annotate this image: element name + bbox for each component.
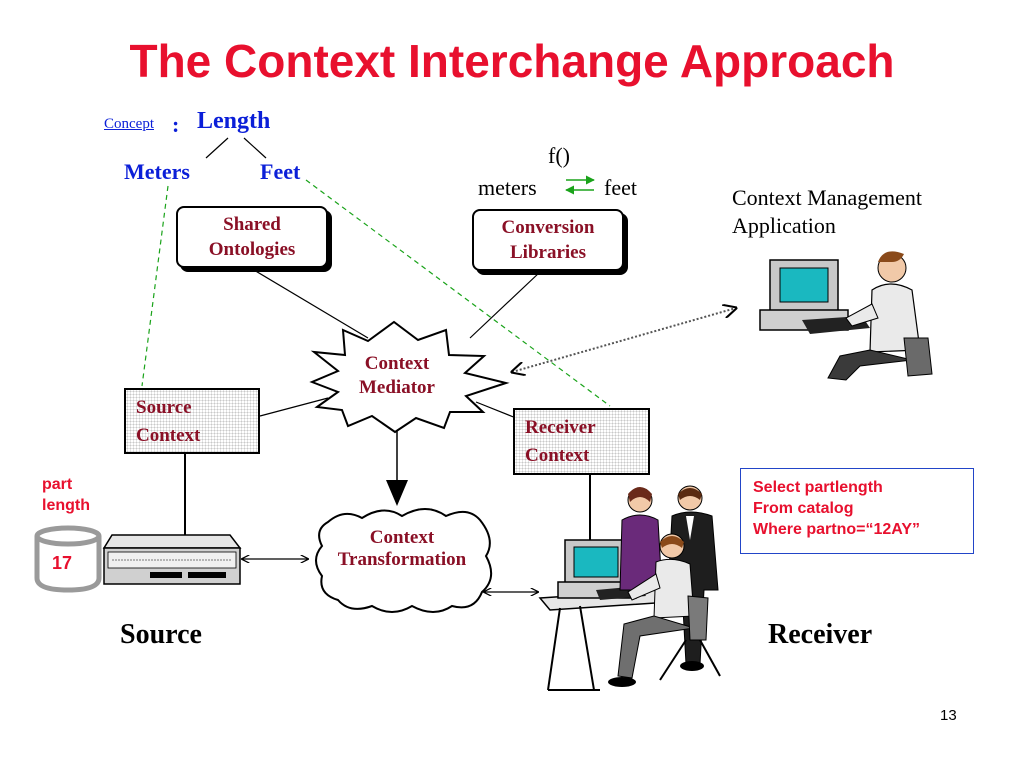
- context-mediator-line1: Context: [364, 353, 430, 374]
- context-mediator-line2: Mediator: [359, 377, 435, 398]
- shared-ontologies-box: Shared Ontologies: [176, 206, 328, 268]
- query-line3: Where partno=“12AY”: [753, 521, 921, 538]
- source-caption: Source: [120, 619, 202, 650]
- database-cylinder-icon: [34, 525, 102, 593]
- cloud-icon: [315, 508, 493, 613]
- database-value: 17: [52, 553, 73, 573]
- link-receiver-mediator: [475, 401, 517, 419]
- context-transformation-label: Context Transformation: [320, 527, 484, 571]
- receiver-context-line1: Receiver: [525, 417, 596, 438]
- source-context-line2: Context: [136, 425, 201, 446]
- concept-tree-line-left: [205, 137, 229, 159]
- conversion-libraries-line2: Libraries: [510, 242, 586, 263]
- conversion-libraries-box: Conversion Libraries: [472, 209, 624, 271]
- context-management-label: Context Management Application: [732, 184, 922, 240]
- query-line1: Select partlength: [753, 479, 883, 496]
- database-field-label-line2: length: [42, 497, 90, 514]
- shared-ontologies-line1: Shared: [223, 214, 281, 235]
- context-mediator-label: Context Mediator: [347, 352, 447, 400]
- concept-child-feet: Feet: [260, 159, 301, 184]
- context-transformation-line1: Context: [369, 527, 435, 548]
- page-number: 13: [940, 707, 957, 724]
- slide-title: The Context Interchange Approach: [129, 35, 895, 87]
- starburst-icon: [309, 320, 510, 434]
- source-context-line1: Source: [136, 397, 192, 418]
- database-field-label: part length: [42, 474, 90, 516]
- source-context-box: Source Context: [124, 388, 260, 454]
- shared-ontologies-line2: Ontologies: [208, 239, 296, 260]
- query-line2: From catalog: [753, 500, 854, 517]
- receiver-context-line2: Context: [525, 445, 590, 466]
- link-libraries-mediator: [469, 271, 541, 339]
- conversion-libraries-line1: Conversion: [501, 217, 595, 238]
- context-management-line2: Application: [732, 213, 836, 238]
- query-box: Select partlength From catalog Where par…: [740, 468, 974, 554]
- concept-tree-line-right: [243, 137, 267, 159]
- computer-user-icon: [759, 251, 933, 381]
- link-source-mediator: [259, 397, 329, 417]
- from-unit: meters: [478, 175, 537, 200]
- concept-colon: :: [172, 112, 180, 137]
- concept-value: Length: [197, 108, 271, 134]
- dotted-link-mediator-app: [512, 308, 736, 372]
- receiver-caption: Receiver: [768, 619, 873, 650]
- concept-label: Concept: [104, 116, 154, 132]
- function-label: f(): [548, 143, 570, 168]
- dashed-link-meters-source: [141, 185, 169, 387]
- server-icon: [102, 534, 242, 585]
- context-transformation-line2: Transformation: [337, 549, 467, 570]
- receiver-context-box: Receiver Context: [513, 408, 650, 475]
- database-field-label-line1: part: [42, 476, 73, 493]
- context-management-line1: Context Management: [732, 185, 923, 210]
- link-ontologies-mediator: [253, 269, 369, 339]
- to-unit: feet: [604, 175, 637, 200]
- arrowhead-down: [386, 480, 408, 506]
- concept-child-meters: Meters: [124, 159, 190, 184]
- computer-group-icon: [538, 485, 721, 691]
